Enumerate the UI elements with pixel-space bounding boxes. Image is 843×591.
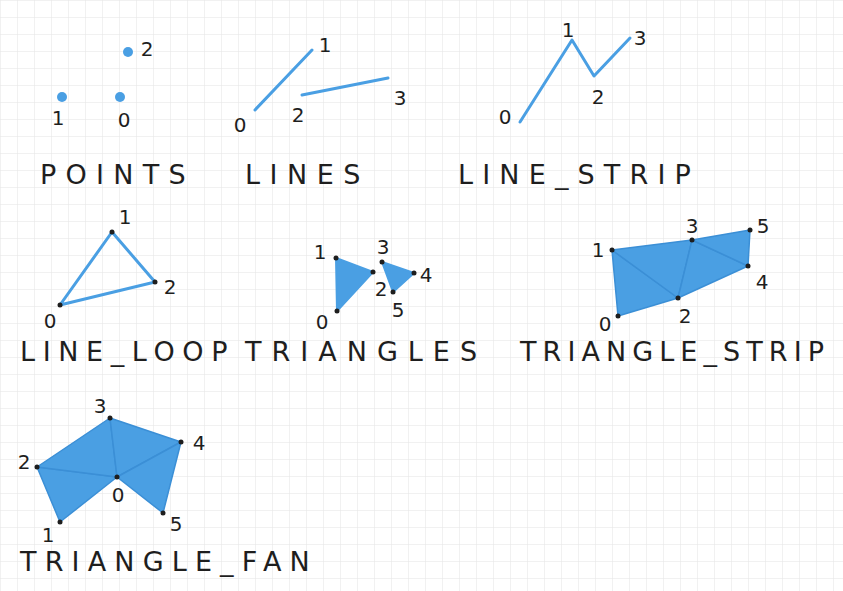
vertex-number: 3 bbox=[394, 87, 407, 110]
primitive-name: LINE_LOOP bbox=[20, 336, 235, 367]
vertex-number: 1 bbox=[52, 107, 65, 130]
line-loop-figure bbox=[58, 230, 158, 308]
primitive-name: TRIANGLE_FAN bbox=[20, 546, 318, 577]
vertex-number: 3 bbox=[686, 215, 699, 238]
vertex-number: 1 bbox=[319, 34, 332, 57]
vertex-number: 1 bbox=[42, 524, 55, 547]
primitive-name: TRIANGLE_STRIP bbox=[520, 336, 830, 367]
vertex-number: 2 bbox=[18, 451, 31, 474]
vertex-number: 4 bbox=[756, 271, 769, 294]
lines-figure bbox=[255, 50, 388, 110]
points-figure bbox=[57, 47, 133, 102]
vertex-number: 2 bbox=[292, 104, 305, 127]
vertex-number: 2 bbox=[375, 278, 388, 301]
vertex-number: 3 bbox=[634, 27, 647, 50]
vertex-number: 4 bbox=[420, 264, 433, 287]
vertex-number: 2 bbox=[141, 38, 154, 61]
vertex-number: 5 bbox=[757, 215, 770, 238]
primitive-name: TRIANGLES bbox=[245, 336, 487, 367]
vertex-number: 0 bbox=[234, 114, 247, 137]
vertex-number: 3 bbox=[377, 236, 390, 259]
vertex-number: 5 bbox=[392, 299, 405, 322]
primitive-name: LINE_STRIP bbox=[458, 159, 700, 190]
vertex-number: 1 bbox=[562, 19, 575, 42]
vertex-number: 2 bbox=[164, 276, 177, 299]
vertex-number: 0 bbox=[599, 313, 612, 336]
vertex-number: 1 bbox=[314, 241, 327, 264]
vertex-number: 0 bbox=[112, 484, 125, 507]
vertex-number: 4 bbox=[193, 432, 206, 455]
primitive-name: LINES bbox=[245, 159, 370, 190]
primitive-name: POINTS bbox=[40, 159, 195, 190]
vertex-number: 0 bbox=[316, 311, 329, 334]
vertex-number: 0 bbox=[118, 109, 131, 132]
vertex-number: 1 bbox=[119, 206, 132, 229]
vertex-number: 0 bbox=[44, 310, 57, 333]
vertex-number: 1 bbox=[592, 239, 605, 262]
vertex-number: 0 bbox=[499, 106, 512, 129]
triangle-fan-figure bbox=[35, 416, 184, 525]
line-strip-figure bbox=[520, 38, 630, 122]
vertex-number: 5 bbox=[170, 513, 183, 536]
vertex-number: 3 bbox=[94, 395, 107, 418]
vertex-number: 2 bbox=[679, 305, 692, 328]
vertex-number: 2 bbox=[592, 86, 605, 109]
